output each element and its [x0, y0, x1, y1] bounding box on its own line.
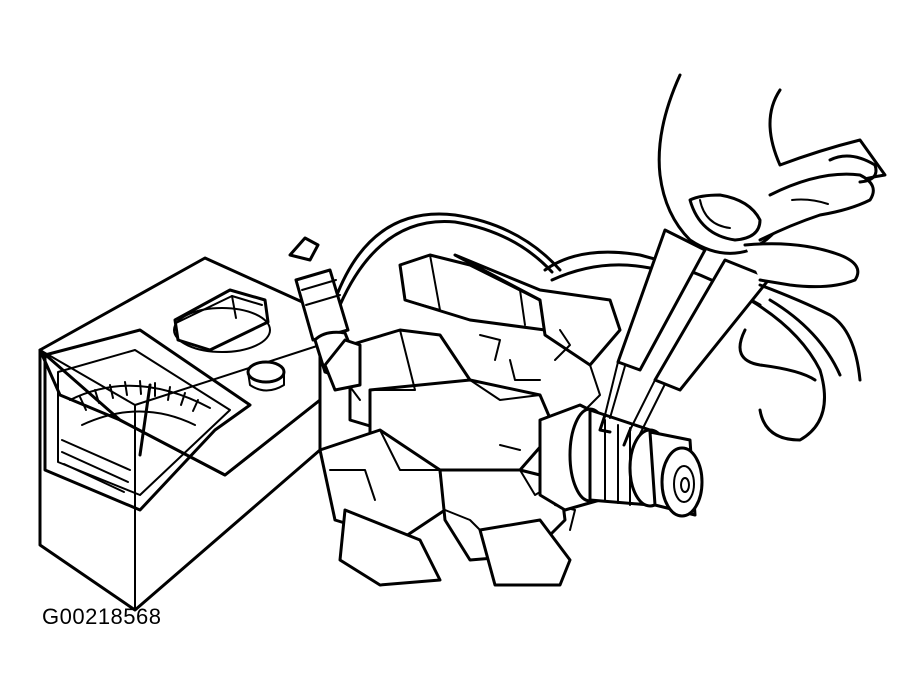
zero-adjust-button	[246, 360, 286, 392]
figure-code: G00218568	[42, 604, 162, 629]
meter-needle	[138, 383, 152, 457]
slip-rings	[538, 403, 704, 518]
meter-scale-ticks	[79, 380, 199, 412]
test-probes	[598, 228, 772, 447]
range-selector-knob	[173, 288, 271, 353]
alternator-rotor	[318, 253, 622, 587]
test-lead-cables	[333, 212, 842, 442]
technician-hand	[657, 73, 887, 382]
ohmmeter	[38, 256, 322, 612]
